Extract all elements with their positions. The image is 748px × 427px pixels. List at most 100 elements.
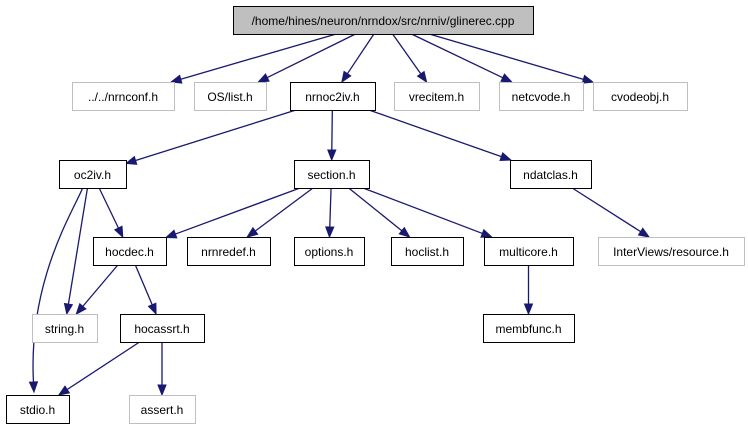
node-label: cvodeobj.h [611, 90, 669, 104]
node-label: string.h [45, 322, 84, 336]
node-label: membfunc.h [495, 322, 561, 336]
edge-oc2iv-to-string [63, 187, 89, 316]
node-label: nrnredef.h [201, 245, 256, 259]
node-label: hocdec.h [105, 245, 154, 259]
edge-hocdec-to-string [75, 264, 119, 316]
edge-hocassrt-to-stdio [57, 341, 140, 396]
node-box [6, 395, 70, 424]
node-section[interactable]: section.h [294, 160, 370, 189]
arrowhead-icon [113, 225, 124, 239]
node-box [129, 395, 196, 424]
node-label: ndatclas.h [523, 168, 578, 182]
edge-line [571, 187, 641, 233]
node-label: section.h [307, 168, 355, 182]
arrowhead-icon [499, 152, 513, 161]
node-hocdec[interactable]: hocdec.h [93, 237, 167, 266]
node-string: string.h [32, 314, 98, 343]
node-hoclist[interactable]: hoclist.h [391, 237, 464, 266]
node-label: hocassrt.h [134, 322, 189, 336]
arrowhead-icon [257, 73, 270, 83]
edge-line [329, 187, 332, 228]
edge-section-to-nrnredef [246, 187, 314, 238]
node-box [290, 82, 376, 111]
arrowhead-icon [341, 70, 352, 84]
edge-line [254, 187, 314, 232]
node-root[interactable]: /home/hines/neuron/nrndox/src/nrniv/glin… [233, 6, 534, 35]
node-box [187, 237, 271, 266]
node-label: netcvode.h [512, 90, 571, 104]
arrowhead-icon [581, 74, 595, 84]
node-options[interactable]: options.h [294, 237, 365, 266]
node-box [598, 237, 745, 266]
arrowhead-icon [500, 73, 513, 83]
node-oc2iv[interactable]: oc2iv.h [59, 160, 127, 189]
edge-multicore-to-membfunc [523, 265, 534, 316]
edge-line [32, 187, 84, 383]
node-oslist: OS/list.h [194, 82, 267, 111]
edge-line [67, 187, 89, 305]
edge-section-to-hoclist [348, 187, 411, 238]
edge-line [82, 264, 119, 307]
edge-line [362, 187, 483, 235]
edge-line [346, 33, 375, 75]
node-label: ../../nrnconf.h [88, 90, 158, 104]
node-box [483, 314, 575, 343]
node-box [394, 82, 480, 111]
edge-root-to-vrecitem [392, 33, 428, 84]
edge-ndatclas-to-resource [571, 187, 651, 238]
arrowhead-icon [637, 227, 651, 238]
node-label: stdio.h [20, 403, 55, 417]
node-hocassrt[interactable]: hocassrt.h [120, 314, 205, 343]
node-box [194, 82, 267, 111]
node-box [32, 314, 98, 343]
edge-line [135, 109, 297, 162]
edge-root-to-netcvode [411, 33, 513, 83]
edge-section-to-options [325, 187, 335, 239]
arrowhead-icon [398, 226, 411, 238]
node-cvodeobj: cvodeobj.h [593, 82, 688, 111]
edge-root-to-nrnoc2iv [341, 33, 375, 84]
node-box [294, 237, 365, 266]
dependency-edges [28, 33, 651, 397]
node-label: /home/hines/neuron/nrndox/src/nrniv/glin… [252, 14, 515, 28]
node-nrnconf: ../../nrnconf.h [72, 82, 175, 111]
node-box [93, 237, 167, 266]
node-box [593, 82, 688, 111]
node-box [72, 82, 175, 111]
edge-line [98, 187, 120, 229]
edge-oc2iv-to-stdio [28, 187, 84, 394]
arrowhead-icon [124, 155, 138, 165]
arrowhead-icon [416, 70, 428, 84]
node-assert: assert.h [129, 395, 196, 424]
node-box [391, 237, 464, 266]
edge-section-to-hocdec [164, 187, 301, 239]
arrowhead-icon [28, 381, 39, 394]
node-box [120, 314, 205, 343]
arrowhead-icon [147, 302, 157, 316]
node-membfunc[interactable]: membfunc.h [483, 314, 575, 343]
arrowhead-icon [327, 149, 337, 162]
node-label: assert.h [141, 403, 184, 417]
node-nrnredef[interactable]: nrnredef.h [187, 237, 271, 266]
node-label: OS/list.h [207, 90, 252, 104]
header-nodes: /home/hines/neuron/nrndox/src/nrniv/glin… [6, 6, 745, 424]
node-label: InterViews/resource.h [613, 245, 729, 259]
edge-nrnoc2iv-to-section [327, 109, 337, 162]
node-multicore[interactable]: multicore.h [484, 237, 574, 266]
node-box [233, 6, 534, 35]
arrowhead-icon [480, 228, 493, 238]
node-stdio[interactable]: stdio.h [6, 395, 70, 424]
node-box [499, 82, 584, 111]
edge-line [429, 33, 584, 80]
node-vrecitem: vrecitem.h [394, 82, 480, 111]
edge-line [180, 33, 337, 80]
node-label: options.h [305, 245, 354, 259]
edge-hocassrt-to-assert [157, 342, 167, 397]
edge-line [66, 341, 140, 391]
node-box [510, 160, 592, 189]
arrowhead-icon [523, 303, 534, 316]
node-nrnoc2iv[interactable]: nrnoc2iv.h [290, 82, 376, 111]
arrowhead-icon [75, 302, 87, 316]
node-ndatclas[interactable]: ndatclas.h [510, 160, 592, 189]
